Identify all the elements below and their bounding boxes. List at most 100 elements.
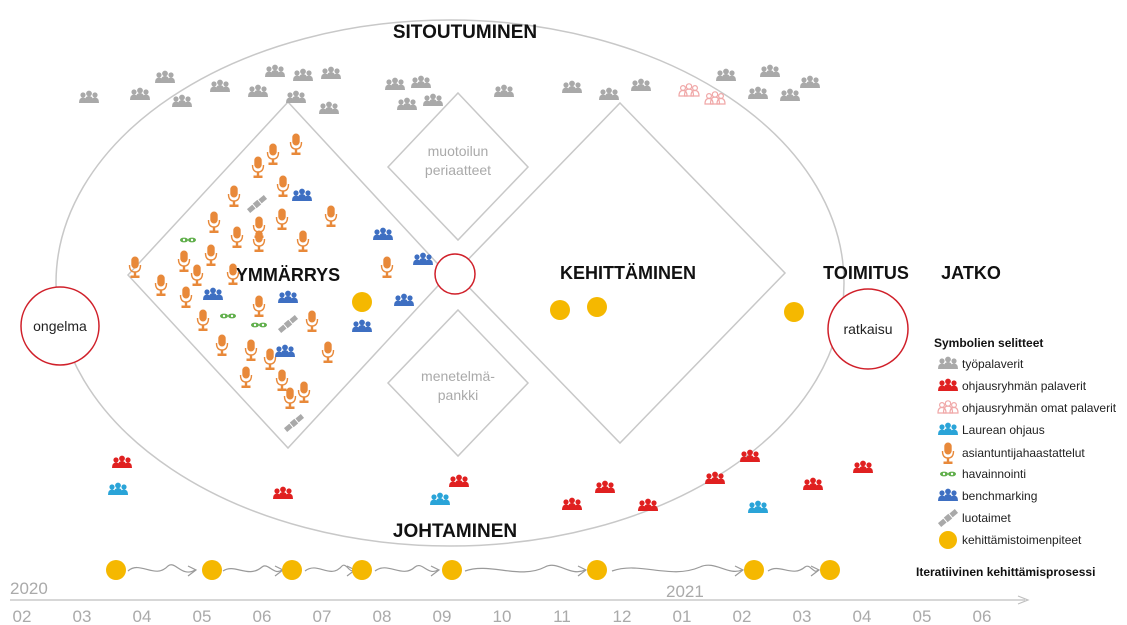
month-label: 09: [433, 607, 452, 625]
group-icon: [172, 94, 192, 107]
development-action-dots: [352, 292, 804, 322]
eye-icon: [940, 471, 956, 477]
iterative-process: Iteratiivinen kehittämisprosessi: [106, 560, 1095, 580]
month-label: 04: [133, 607, 152, 625]
dot-icon: [550, 300, 570, 320]
method-bank-line1: menetelmä-: [421, 368, 495, 384]
dot-icon: [106, 560, 126, 580]
delivery-label: TOIMITUS: [823, 263, 909, 283]
month-label: 12: [613, 607, 632, 625]
understanding-diamond: [126, 100, 450, 450]
dot-icon: [587, 560, 607, 580]
month-label: 04: [853, 607, 872, 625]
own-steering-meeting-icons: [678, 83, 726, 105]
dot-icon: [442, 560, 462, 580]
month-label: 06: [973, 607, 992, 625]
group-icon: [79, 90, 99, 103]
group-icon: [853, 460, 873, 473]
month-label: 10: [493, 607, 512, 625]
group-icon: [108, 482, 128, 495]
leadership-label: JOHTAMINEN: [393, 521, 517, 542]
dot-icon: [939, 531, 957, 549]
dot-icon: [352, 292, 372, 312]
group-icon: [248, 84, 268, 97]
understanding-label: YMMÄRRYS: [236, 265, 340, 285]
group-icon: [385, 77, 405, 90]
group-icon: [803, 477, 823, 490]
month-label: 01: [673, 607, 692, 625]
legend-label: kehittämistoimenpiteet: [962, 533, 1082, 547]
group-icon: [631, 78, 651, 91]
group-icon: [494, 84, 514, 97]
process-arrows: [127, 564, 821, 577]
group-icon: [130, 87, 150, 100]
group-icon: [562, 497, 582, 510]
month-label: 02: [733, 607, 752, 625]
month-label: 07: [313, 607, 332, 625]
continuation-label: JATKO: [941, 263, 1001, 283]
group-icon: [748, 86, 768, 99]
dot-icon: [282, 560, 302, 580]
month-label: 08: [373, 607, 392, 625]
group-icon: [112, 455, 132, 468]
design-principles-line2: periaatteet: [425, 162, 491, 178]
legend-label: luotaimet: [962, 511, 1011, 525]
problem-circle: [20, 286, 100, 366]
group-icon: [748, 500, 768, 513]
laurea-guidance-icons: [108, 482, 768, 513]
group-icon: [430, 492, 450, 505]
development-label: KEHITTÄMINEN: [560, 263, 696, 283]
group-icon: [449, 474, 469, 487]
legend-label: ohjausryhmän omat palaverit: [962, 401, 1117, 415]
solution-label: ratkaisu: [843, 321, 892, 337]
legend-label: asiantuntijahaastattelut: [962, 446, 1085, 460]
month-label: 05: [913, 607, 932, 625]
year-2020: 2020: [10, 579, 48, 598]
group-icon: [423, 93, 443, 106]
legend-label: benchmarking: [962, 489, 1037, 503]
dot-icon: [587, 297, 607, 317]
microphone-icon: [941, 442, 955, 465]
dot-icon: [820, 560, 840, 580]
group-icon: [286, 90, 306, 103]
legend-label: ohjausryhmän palaverit: [962, 379, 1087, 393]
legend: Symbolien selitteet työpalaverit ohjausr…: [934, 336, 1117, 549]
legend-label: Laurean ohjaus: [962, 423, 1045, 437]
method-bank-diamond: [386, 308, 530, 458]
development-diamond: [453, 101, 787, 445]
method-bank-line2: pankki: [438, 387, 478, 403]
group-outline-icon: [937, 400, 959, 414]
year-2021: 2021: [666, 582, 704, 601]
month-label: 02: [13, 607, 32, 625]
dot-icon: [784, 302, 804, 322]
engagement-label: SITOUTUMINEN: [393, 22, 537, 43]
group-icon: [210, 79, 230, 92]
group-outline-icon: [678, 83, 700, 97]
group-icon: [938, 422, 958, 435]
group-icon: [760, 64, 780, 77]
group-icon: [740, 449, 760, 462]
group-icon: [938, 378, 958, 391]
month-label: 03: [73, 607, 92, 625]
month-label: 06: [253, 607, 272, 625]
dot-icon: [352, 560, 372, 580]
group-icon: [599, 87, 619, 100]
group-icon: [273, 486, 293, 499]
group-icon: [938, 356, 958, 369]
junction-circle: [434, 253, 476, 295]
dot-icon: [202, 560, 222, 580]
group-icon: [411, 75, 431, 88]
group-icon: [595, 480, 615, 493]
engagement-ellipse: [55, 19, 845, 547]
group-icon: [293, 68, 313, 81]
group-icon: [780, 88, 800, 101]
group-icon: [155, 70, 175, 83]
group-outline-icon: [704, 91, 726, 105]
legend-title: Symbolien selitteet: [934, 336, 1043, 350]
satellite-icon: [937, 508, 959, 528]
group-icon: [265, 64, 285, 77]
group-icon: [397, 97, 417, 110]
design-principles-diamond: [386, 91, 530, 242]
